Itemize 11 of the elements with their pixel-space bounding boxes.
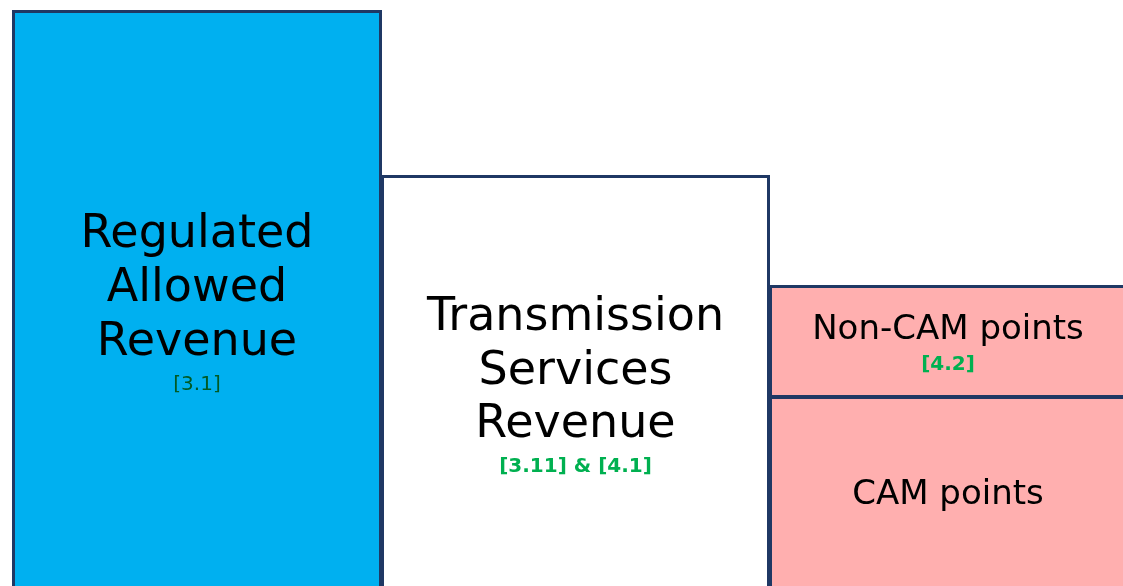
revenue-segment <box>769 285 1123 398</box>
block-label: Regulated Allowed Revenue <box>79 205 315 367</box>
section-reference: [3.1] <box>173 370 221 395</box>
section-reference: [3.11] & [4.1] <box>499 453 652 478</box>
section-reference: [4.2] <box>921 351 975 376</box>
revenue-block <box>12 10 382 586</box>
block-label: Transmission Services Revenue <box>425 287 726 450</box>
revenue-segment <box>769 396 1123 586</box>
block-label: CAM points <box>852 473 1044 513</box>
block-label: Non-CAM points <box>812 307 1084 348</box>
revenue-block <box>381 175 770 586</box>
